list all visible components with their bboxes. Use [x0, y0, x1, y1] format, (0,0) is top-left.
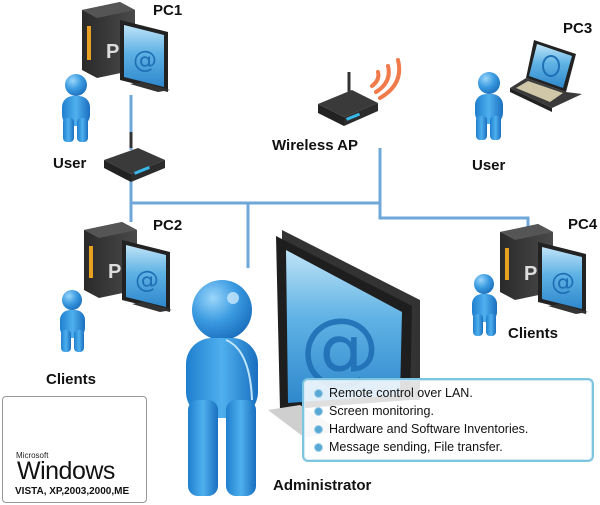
wifi-signal-icon	[370, 58, 402, 100]
clients-person-icon	[60, 290, 85, 352]
windows-versions: VISTA, XP,2003,2000,ME	[15, 486, 130, 497]
wireless-ap-label: Wireless AP	[272, 137, 359, 154]
pc1-desktop-icon: P @	[82, 2, 170, 92]
user-person-icon	[475, 72, 503, 140]
administrator-label: Administrator	[273, 477, 372, 494]
bullet-icon	[314, 406, 323, 416]
clients-label: Clients	[508, 325, 559, 342]
admin-monitor-icon: @	[268, 230, 420, 438]
svg-text:P: P	[108, 261, 121, 283]
pc3-laptop-icon	[510, 40, 582, 112]
pc3-label: PC3	[563, 20, 593, 37]
feature-item: Screen monitoring.	[314, 402, 592, 420]
feature-item: Remote control over LAN.	[314, 384, 592, 402]
pc2-label: PC2	[153, 217, 183, 234]
svg-text:P: P	[524, 263, 537, 285]
svg-text:@: @	[551, 268, 575, 296]
svg-text:@: @	[133, 46, 157, 74]
windows-text: Windows	[17, 457, 115, 485]
pc4-label: PC4	[568, 216, 598, 233]
pc4-desktop-icon: P @	[500, 224, 588, 314]
pc1-label: PC1	[153, 2, 183, 19]
features-panel: Remote control over LAN. Screen monitori…	[302, 378, 594, 462]
network-links	[129, 95, 530, 268]
feature-text: Hardware and Software Inventories.	[329, 422, 529, 436]
clients-label: Clients	[46, 371, 97, 388]
router-icon	[104, 132, 165, 182]
link-ap-pc4	[378, 148, 530, 232]
svg-text:@: @	[135, 266, 159, 294]
microsoft-text: Microsoft	[16, 451, 49, 460]
feature-item: Hardware and Software Inventories.	[314, 420, 592, 438]
windows-badge: Microsoft Windows VISTA, XP,2003,2000,ME	[2, 396, 147, 503]
user-label: User	[472, 157, 506, 174]
user-person-icon	[62, 74, 90, 142]
wireless-router-icon	[318, 58, 402, 126]
bullet-icon	[314, 388, 323, 398]
bullet-icon	[314, 424, 323, 434]
administrator-person-icon	[186, 280, 258, 496]
feature-item: Message sending, File transfer.	[314, 438, 592, 456]
feature-text: Screen monitoring.	[329, 404, 434, 418]
svg-text:P: P	[106, 41, 119, 63]
bullet-icon	[314, 442, 323, 452]
clients-person-icon	[472, 274, 497, 336]
user-label: User	[53, 155, 87, 172]
feature-text: Message sending, File transfer.	[329, 440, 503, 454]
feature-text: Remote control over LAN.	[329, 386, 473, 400]
pc2-desktop-icon: P @	[84, 222, 172, 312]
